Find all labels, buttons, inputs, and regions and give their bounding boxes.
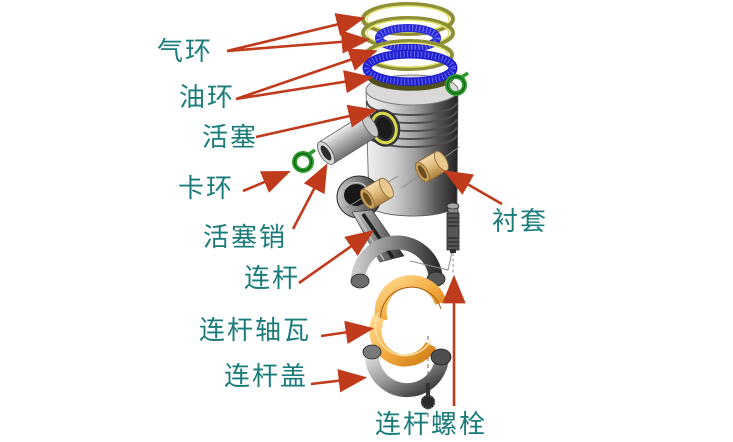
label-gas-ring: 气环 xyxy=(157,37,214,67)
label-oil-ring: 油环 xyxy=(179,83,236,113)
cap-bolt-icon xyxy=(420,383,436,410)
label-piston: 活塞 xyxy=(202,123,259,153)
label-piston-pin: 活塞销 xyxy=(203,223,288,253)
rod-bolt-icon xyxy=(446,202,460,253)
connecting-rod-icon xyxy=(336,175,446,289)
leader-arrows xyxy=(226,13,503,406)
rod-cap-icon xyxy=(362,344,452,410)
label-rod-bolt: 连杆螺栓 xyxy=(375,410,488,440)
label-bushing: 衬套 xyxy=(492,207,549,237)
label-rod-cap: 连杆盖 xyxy=(224,362,309,392)
label-connecting-rod: 连杆 xyxy=(244,264,301,294)
bearing-shells-icon xyxy=(369,275,447,367)
label-rod-bearing-shell: 连杆轴瓦 xyxy=(199,316,312,346)
snap-ring-right-icon xyxy=(445,71,469,96)
snap-ring-left-icon xyxy=(292,148,316,173)
bushing-right-icon xyxy=(414,150,449,183)
label-snap-ring: 卡环 xyxy=(178,174,235,204)
bushing-left-icon xyxy=(359,177,394,210)
